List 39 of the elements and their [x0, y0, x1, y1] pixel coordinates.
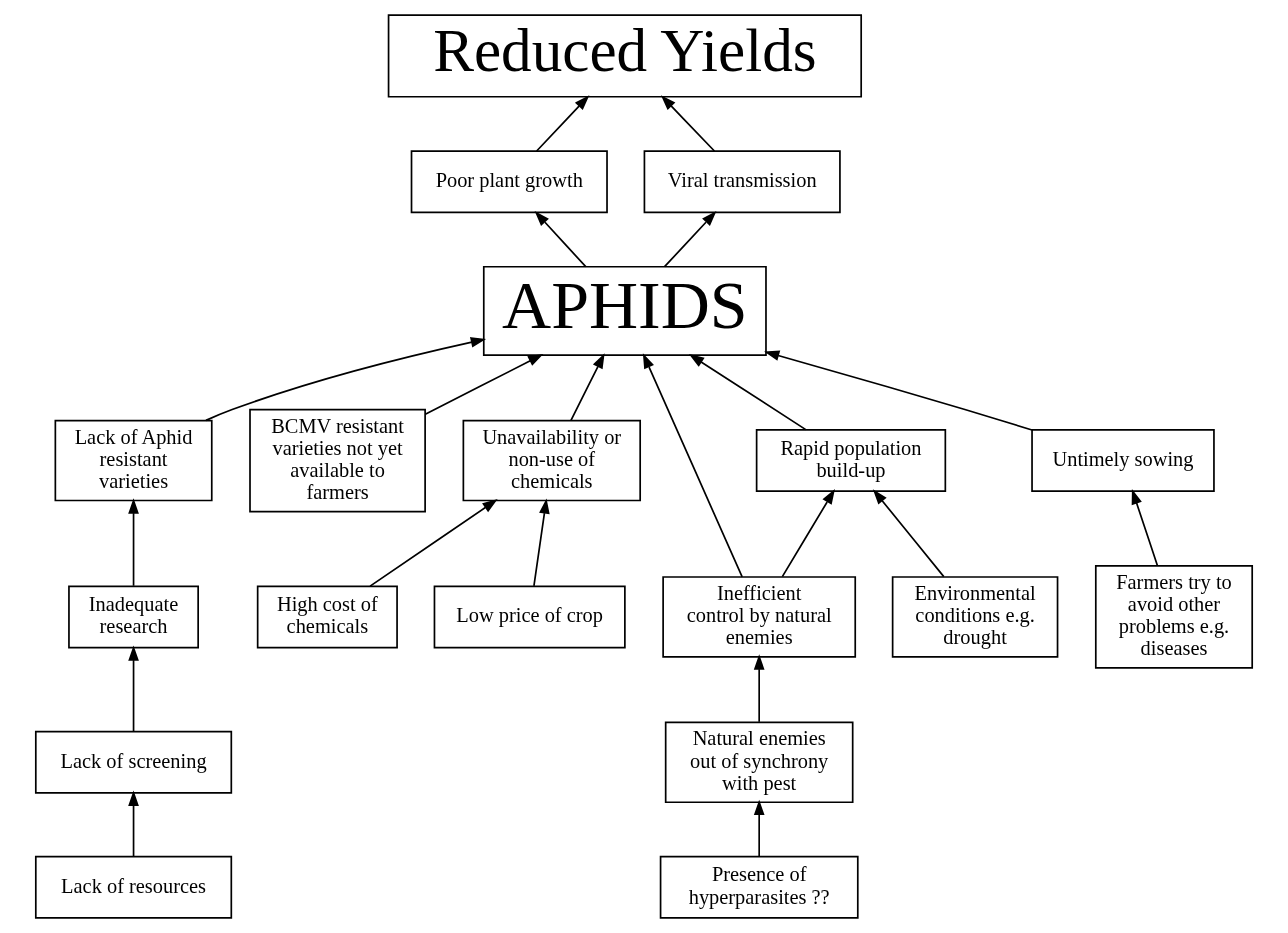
node-box: Unavailability or non-use of chemicals [462, 419, 641, 502]
node-box: Lack of Aphid resistant varieties [54, 419, 213, 502]
arrow [369, 499, 498, 587]
arrow [128, 645, 139, 733]
arrow [688, 354, 807, 431]
arrow [570, 353, 605, 422]
node-box: Inefficient control by natural enemies [662, 576, 857, 658]
arrow [753, 654, 765, 723]
arrow [660, 95, 716, 152]
arrow [781, 489, 835, 578]
arrow [535, 95, 590, 152]
node-box: Environmental conditions e.g. drought [891, 576, 1059, 658]
arrow [642, 353, 743, 578]
arrow [424, 354, 544, 416]
node-box: Viral transmission [643, 150, 841, 214]
node-box: Natural enemies out of synchrony with pest [664, 721, 854, 804]
node-box: Inadequate research [68, 585, 199, 649]
arrow [533, 498, 550, 587]
node-box: Lack of resources [34, 855, 233, 919]
node-box: Low price of crop [433, 585, 626, 649]
arrow [1131, 489, 1159, 566]
arrow [753, 799, 765, 857]
node-box: Reduced Yields [387, 14, 863, 98]
node-box: APHIDS [482, 265, 767, 356]
node-box: Poor plant growth [410, 150, 608, 214]
arrow [872, 489, 945, 578]
node-box: Presence of hyperparasites ?? [659, 855, 859, 919]
arrow [764, 350, 1033, 431]
arrow [663, 211, 717, 268]
node-box: Farmers try to avoid other problems e.g. diseases [1094, 565, 1254, 669]
node-box: Untimely sowing [1031, 429, 1215, 492]
node-box: Lack of screening [34, 730, 233, 794]
arrow [128, 790, 139, 857]
arrow [128, 498, 139, 587]
node-box: Rapid population build-up [755, 429, 947, 492]
node-box: High cost of chemicals [256, 585, 398, 649]
arrow [534, 211, 587, 268]
arrow [205, 337, 487, 422]
node-box: BCMV resistant varieties not yet available to farmers [249, 408, 426, 513]
